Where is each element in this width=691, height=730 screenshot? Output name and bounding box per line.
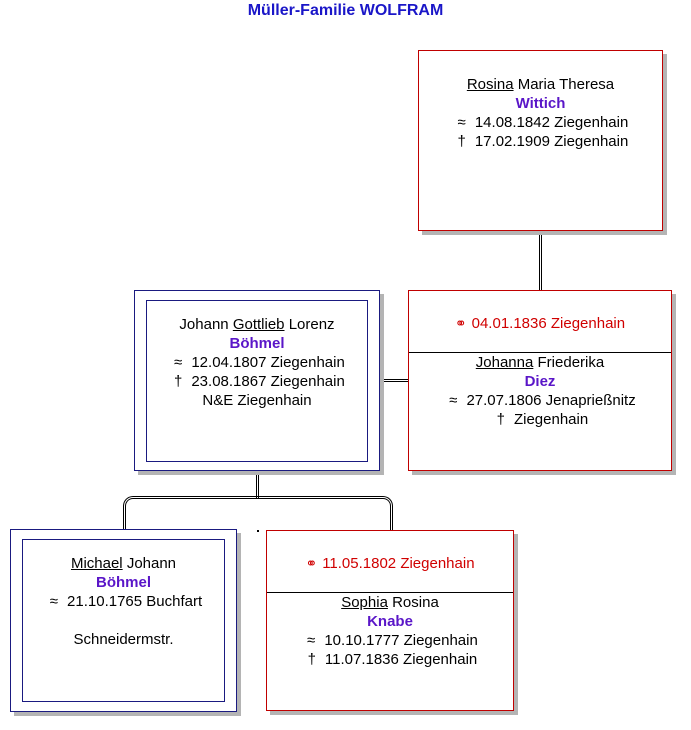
johann-born: 12.04.1807 Ziegenhain xyxy=(191,354,345,371)
michael-surname: Böhmel xyxy=(95,574,151,591)
michael-born: 21.10.1765 Buchfart xyxy=(67,593,203,610)
johann-suffix: Lorenz xyxy=(288,316,335,333)
born-icon: ≈ xyxy=(49,593,58,610)
born-icon: ≈ xyxy=(174,354,183,371)
marriage2-date: 11.05.1802 Ziegenhain xyxy=(322,555,475,572)
johanna-died: Ziegenhain xyxy=(513,411,589,428)
johann-died: 23.08.1867 Ziegenhain xyxy=(191,373,345,390)
johanna-born-line: ≈ 27.07.1806 Jenaprießnitz xyxy=(409,391,671,410)
page-title: Müller-Familie WOLFRAM xyxy=(247,2,444,19)
wedding-rings-icon: ⚭ xyxy=(305,555,317,571)
rosina-givennames: Maria Theresa xyxy=(517,76,615,93)
marriage-box-sophia[interactable]: ⚭ 11.05.1802 Ziegenhain Sophia Rosina Kna… xyxy=(266,530,514,711)
johann-inner-frame xyxy=(146,300,368,462)
johann-name: Johann Gottlieb Lorenz xyxy=(135,315,379,334)
died-icon: † xyxy=(457,133,466,150)
sophia-givennames: Rosina xyxy=(392,594,439,611)
johann-died-line: † 23.08.1867 Ziegenhain xyxy=(135,372,379,391)
johanna-givennames: Friederika xyxy=(537,354,605,371)
michael-inner-frame xyxy=(22,539,225,702)
connector-johann-down xyxy=(256,470,259,498)
johanna-name: Johanna Friederika xyxy=(409,353,671,372)
michael-givennames: Johann xyxy=(126,555,177,572)
michael-occupation: Schneidermstr. xyxy=(73,631,174,648)
rosina-callname: Rosina xyxy=(466,76,514,93)
born-icon: ≈ xyxy=(449,392,458,409)
sophia-name: Sophia Rosina xyxy=(267,593,513,612)
rosina-surname: Wittich xyxy=(515,95,566,112)
johanna-born: 27.07.1806 Jenaprießnitz xyxy=(466,392,636,409)
person-box-michael[interactable]: Michael Johann Böhmel ≈ 21.10.1765 Buchf… xyxy=(10,529,237,712)
sophia-surname: Knabe xyxy=(367,613,413,630)
michael-name: Michael Johann xyxy=(11,554,236,573)
marriage-box-johanna[interactable]: ⚭04.01.1836 Ziegenhain Johanna Friederik… xyxy=(408,290,672,471)
died-icon: † xyxy=(174,373,183,390)
marriage2-divider xyxy=(267,592,513,593)
died-icon: † xyxy=(496,411,505,428)
rosina-died: 17.02.1909 Ziegenhain xyxy=(474,133,629,150)
sophia-born: 10.10.1777 Ziegenhain xyxy=(324,632,478,649)
johanna-callname: Johanna xyxy=(475,354,534,371)
sophia-died: 11.07.1836 Ziegenhain xyxy=(324,651,478,668)
johann-callname: Gottlieb xyxy=(232,316,285,333)
johann-prefix: Johann xyxy=(179,316,229,333)
marriage1-line: ⚭04.01.1836 Ziegenhain xyxy=(409,315,671,332)
connector-dot xyxy=(257,530,259,532)
sophia-born-line: ≈ 10.10.1777 Ziegenhain xyxy=(267,631,513,650)
marriage1-divider xyxy=(409,352,671,353)
marriage1-date: 04.01.1836 Ziegenhain xyxy=(471,315,626,332)
marriage2-line: ⚭ 11.05.1802 Ziegenhain xyxy=(267,555,513,572)
johanna-surname: Diez xyxy=(524,373,556,390)
died-icon: † xyxy=(307,651,316,668)
johanna-died-line: † Ziegenhain xyxy=(409,410,671,429)
michael-callname: Michael xyxy=(70,555,123,572)
michael-born-line: ≈ 21.10.1765 Buchfart xyxy=(11,592,236,611)
johann-surname: Böhmel xyxy=(229,335,285,352)
born-icon: ≈ xyxy=(307,632,316,649)
sophia-callname: Sophia xyxy=(341,594,388,611)
person-box-johann[interactable]: Johann Gottlieb Lorenz Böhmel ≈ 12.04.18… xyxy=(134,290,380,471)
rosina-born: 14.08.1842 Ziegenhain xyxy=(474,114,629,131)
rosina-died-line: † 17.02.1909 Ziegenhain xyxy=(419,132,662,151)
connector-johann-to-marriage xyxy=(379,379,409,382)
johann-note: N&E Ziegenhain xyxy=(202,392,312,409)
born-icon: ≈ xyxy=(457,114,466,131)
sophia-died-line: † 11.07.1836 Ziegenhain xyxy=(267,650,513,669)
wedding-rings-icon: ⚭ xyxy=(454,315,467,331)
rosina-name: Rosina Maria Theresa xyxy=(419,75,662,94)
connector-parents-bracket xyxy=(123,496,393,530)
person-box-rosina[interactable]: Rosina Maria Theresa Wittich ≈ 14.08.184… xyxy=(418,50,663,231)
rosina-born-line: ≈ 14.08.1842 Ziegenhain xyxy=(419,113,662,132)
connector-rosina-to-marriage xyxy=(539,230,542,292)
johann-born-line: ≈ 12.04.1807 Ziegenhain xyxy=(135,353,379,372)
